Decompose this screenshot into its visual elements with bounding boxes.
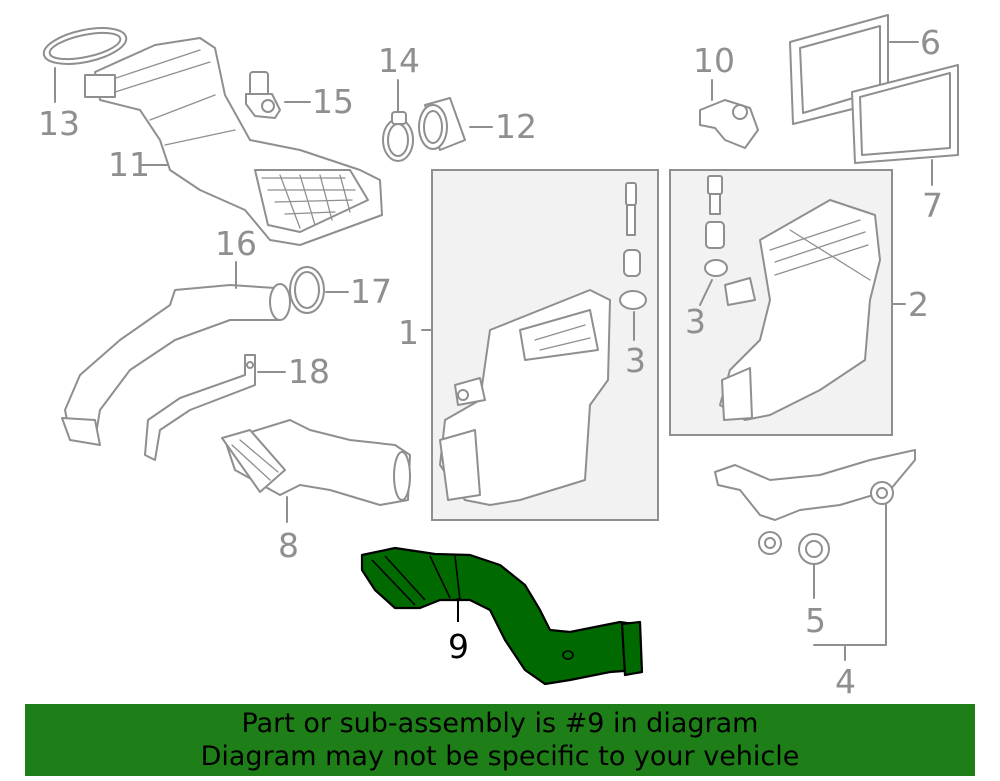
part-7-filter [851,64,959,164]
callout-17: 17 [350,272,392,311]
callout-1: 1 [398,313,419,352]
callout-2: 2 [908,285,929,324]
callout-4: 4 [835,662,856,701]
callout-14: 14 [378,41,420,80]
part-5-grommet [798,533,830,565]
part-16-hose [61,283,291,446]
callout-8: 8 [278,526,299,565]
part-1-airbox-left [439,182,647,506]
callout-3b: 3 [685,302,706,341]
part-10-sensor [699,99,759,149]
callout-15: 15 [312,82,354,121]
part-9-duct-highlighted [360,546,644,686]
part-17-seal [289,266,325,314]
callout-7: 7 [922,186,943,225]
callout-3a: 3 [625,341,646,380]
callout-10: 10 [693,41,735,80]
callout-5: 5 [805,601,826,640]
part-14-clamp [382,111,414,162]
callout-9: 9 [448,627,469,666]
info-banner: Part or sub-assembly is #9 in diagram Di… [25,704,975,776]
part-15-sensor [245,71,281,119]
part-13-seal [42,27,128,65]
part-8-duct [221,419,411,506]
leader-lines [54,41,933,661]
callout-11: 11 [108,145,150,184]
banner-line-1: Part or sub-assembly is #9 in diagram [241,708,759,739]
callout-16: 16 [215,224,257,263]
part-2-airbox-right [704,175,881,421]
callout-18: 18 [288,352,330,391]
callout-6: 6 [920,23,941,62]
part-11-intake-duct [84,37,383,246]
callout-13: 13 [38,104,80,143]
part-18-bracket [144,354,256,461]
callout-12: 12 [495,107,537,146]
part-12-coupling [418,97,466,151]
part-4-bracket [714,449,916,555]
banner-line-2: Diagram may not be specific to your vehi… [200,741,800,772]
